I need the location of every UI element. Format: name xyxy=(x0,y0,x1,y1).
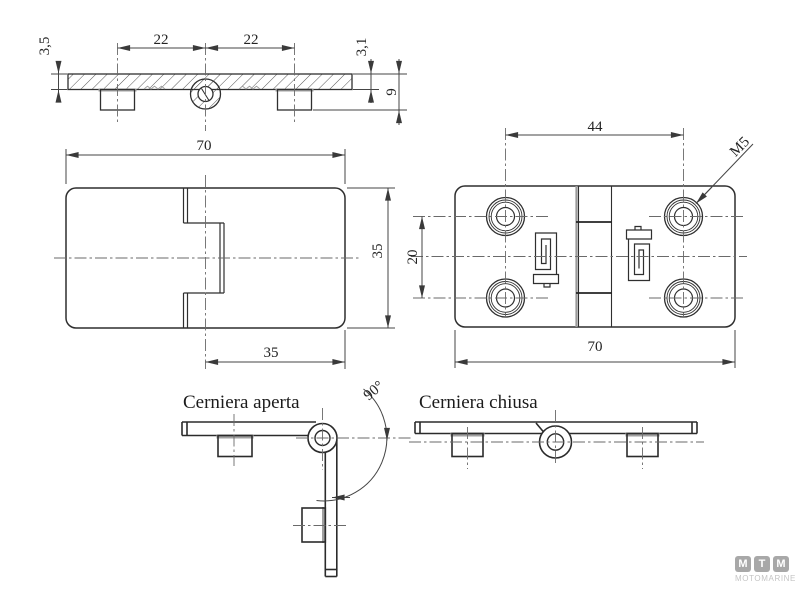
dim-label-top-width: 70 xyxy=(196,138,212,154)
dim-label-hole-pitch-h: 44 xyxy=(587,119,603,135)
closed-hinge-drawing xyxy=(409,410,704,469)
mtm-motomarine-logo: M T M MOTOMARINE xyxy=(735,556,796,583)
dim-label-total-height: 9 xyxy=(384,88,400,96)
dim-label-top-height: 35 xyxy=(370,243,386,259)
logo-letter-t: T xyxy=(754,556,770,572)
top-view-dimension-lines xyxy=(65,149,395,369)
dim-label-thickness-right: 3,1 xyxy=(354,37,370,57)
caption-open-hinge: Cerniera aperta xyxy=(183,392,300,413)
top-view-drawing xyxy=(54,149,395,369)
back-view-drawing xyxy=(411,128,754,368)
dim-label-back-width: 70 xyxy=(587,339,603,355)
logo-letter-m2: M xyxy=(773,556,789,572)
back-view-centerlines xyxy=(411,128,747,317)
open-hinge-drawing xyxy=(181,388,413,578)
logo-brand-name: MOTOMARINE xyxy=(735,574,796,583)
dim-label-pitch-right: 22 xyxy=(243,32,259,48)
section-dimension-lines xyxy=(51,45,407,125)
dim-label-hole-pitch-v: 20 xyxy=(405,249,421,265)
dim-label-thickness-left: 3,5 xyxy=(37,36,53,56)
angle-dimension xyxy=(316,388,390,502)
caption-closed-hinge: Cerniera chiusa xyxy=(419,392,538,413)
dim-label-half-width: 35 xyxy=(263,345,279,361)
back-view-dimension-lines xyxy=(419,132,754,368)
section-view-drawing xyxy=(51,43,407,131)
dim-label-pitch-left: 22 xyxy=(153,32,169,48)
logo-letter-m1: M xyxy=(735,556,751,572)
logo-letter-boxes: M T M xyxy=(735,556,791,572)
section-centerlines xyxy=(117,43,295,131)
